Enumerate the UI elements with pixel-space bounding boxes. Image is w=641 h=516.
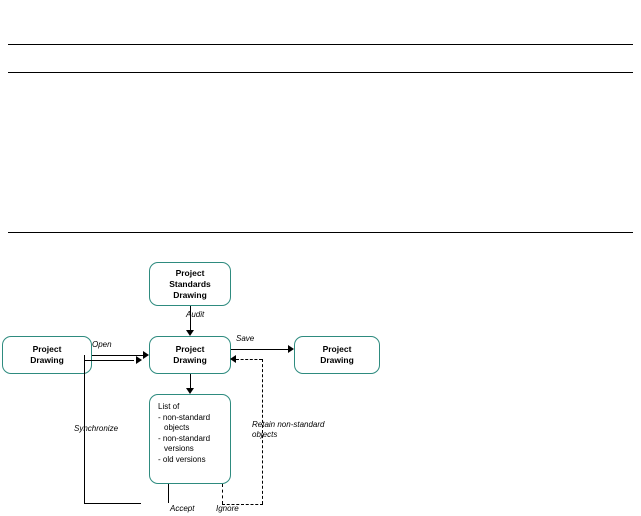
node-line: Project (322, 344, 352, 354)
edge-label-audit: Audit (186, 310, 205, 319)
node-line: Drawing (173, 289, 207, 300)
edge-label-ignore: Ignore (216, 504, 239, 513)
edge-label-synchronize: Synchronize (74, 424, 119, 433)
list-item: versions (164, 444, 194, 453)
list-item: - old versions (158, 454, 206, 464)
edge-label-save: Save (236, 334, 255, 343)
node-project-standards-drawing: Project Standards Drawing (149, 262, 231, 306)
edge-audit-line (190, 306, 191, 330)
node-line: Project (32, 344, 62, 354)
list-item: - non-standard (158, 412, 211, 422)
rule-third (8, 232, 633, 233)
list-item: objects (164, 423, 190, 432)
node-line: Drawing (30, 355, 64, 365)
workflow-diagram: Project Standards Drawing Project Drawin… (0, 232, 641, 516)
edge-retain-vline (262, 359, 263, 504)
edge-label-accept: Accept (170, 504, 195, 513)
node-list-of: List of - non-standard objects - non-sta… (149, 394, 231, 484)
edge-accept-vline (168, 484, 169, 503)
edge-audit-arrowhead (186, 330, 194, 336)
node-project-drawing-center: Project Drawing (149, 336, 231, 374)
edge-accept-hline (84, 503, 141, 504)
node-line: Standards (169, 278, 211, 289)
node-line: Drawing (320, 355, 354, 365)
edge-open-arrowhead (143, 351, 149, 359)
list-title: List of (158, 402, 180, 411)
node-project-drawing-right: Project Drawing (294, 336, 380, 374)
edge-synchronize-vline (84, 355, 85, 503)
node-line: Project (175, 267, 205, 278)
edge-save-line (231, 349, 288, 350)
node-line: Project (175, 344, 205, 354)
edge-center-to-list-arrowhead (186, 388, 194, 394)
edge-synchronize-arrowhead (136, 356, 142, 364)
edge-label-open: Open (92, 340, 112, 349)
node-project-drawing-left: Project Drawing (2, 336, 92, 374)
edge-ignore-hline (222, 504, 263, 505)
edge-synchronize-hline (84, 360, 134, 361)
edge-open-line (92, 355, 143, 356)
edge-label-retain-line2: objects (252, 430, 278, 439)
edge-retain-hline (236, 359, 262, 360)
node-line: Drawing (173, 355, 207, 365)
edge-label-retain: Retain non-standard (252, 420, 325, 429)
list-item: - non-standard (158, 433, 211, 443)
rule-second (8, 72, 633, 73)
edge-center-to-list-line (190, 374, 191, 388)
edge-retain-arrowhead (230, 355, 236, 363)
rule-top (8, 44, 633, 45)
edge-save-arrowhead (288, 345, 294, 353)
edge-ignore-vline (222, 484, 223, 504)
